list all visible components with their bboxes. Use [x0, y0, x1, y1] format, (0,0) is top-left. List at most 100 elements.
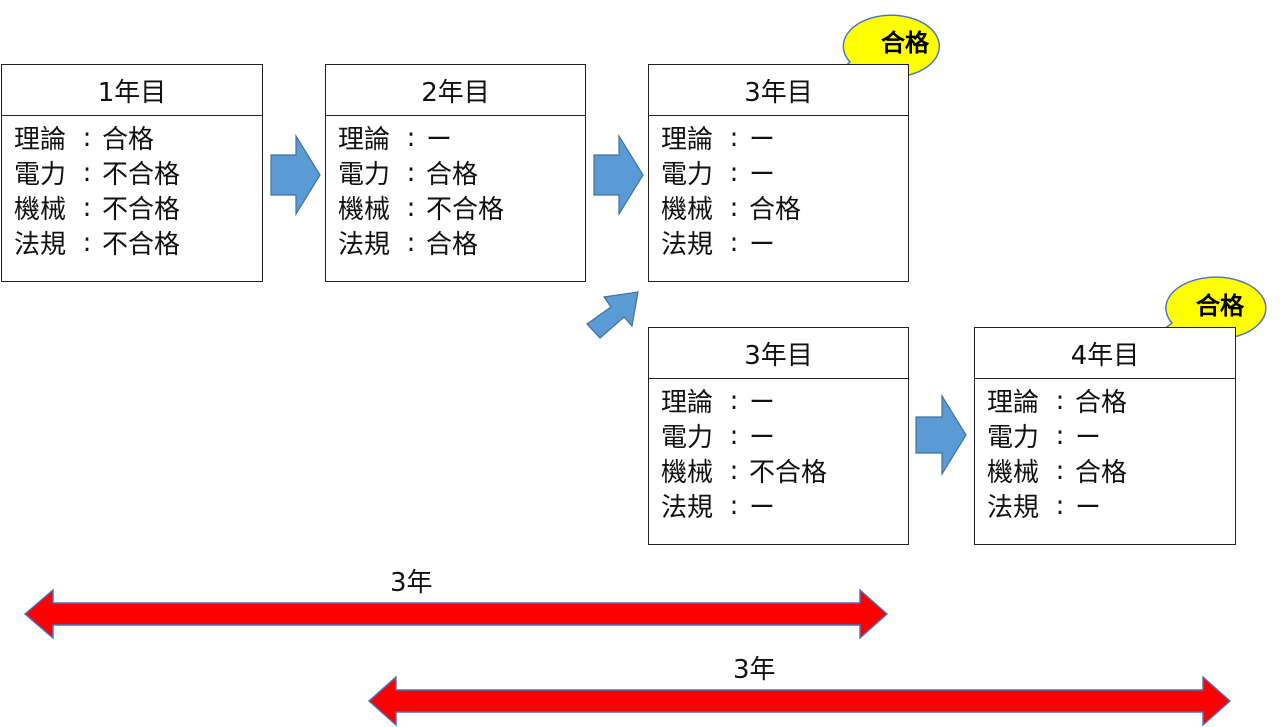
- colon: :: [729, 420, 739, 451]
- span-arrow-2: [367, 675, 1232, 727]
- colon: :: [82, 227, 92, 258]
- subject-label: 機械: [14, 195, 67, 225]
- colon: :: [729, 490, 739, 521]
- pass-callout-2-text: 合格: [1196, 292, 1245, 320]
- subject-label: 法規: [338, 230, 391, 260]
- subject-label: 機械: [661, 195, 714, 225]
- colon: :: [82, 122, 92, 153]
- year-box-title: 4年目: [975, 328, 1235, 379]
- flow-arrow-2-to-3a: [593, 133, 644, 217]
- subject-label: 機械: [987, 458, 1040, 488]
- colon: :: [729, 227, 739, 258]
- result-row: 電力: 不合格: [14, 155, 262, 191]
- result-row: 電力: ー: [987, 418, 1235, 454]
- pass-callout-1-text: 合格: [881, 29, 930, 57]
- colon: :: [406, 227, 416, 258]
- result-value: 不合格: [749, 458, 828, 488]
- result-value: 合格: [1075, 388, 1128, 418]
- subject-label: 理論: [14, 125, 67, 155]
- colon: :: [406, 192, 416, 223]
- colon: :: [729, 192, 739, 223]
- result-row: 電力: 合格: [338, 155, 585, 191]
- result-value: 不合格: [426, 195, 505, 225]
- result-row: 機械: 不合格: [661, 453, 908, 489]
- result-row: 機械: 不合格: [338, 190, 585, 226]
- subject-label: 法規: [14, 230, 67, 260]
- subject-label: 法規: [661, 230, 714, 260]
- subject-label: 電力: [661, 160, 714, 190]
- subject-label: 理論: [987, 388, 1040, 418]
- subject-label: 電力: [14, 160, 67, 190]
- colon: :: [1055, 420, 1065, 451]
- result-row: 理論: 合格: [987, 383, 1235, 419]
- flow-arrow-3b-to-4: [915, 393, 967, 477]
- subject-label: 法規: [661, 493, 714, 523]
- colon: :: [729, 385, 739, 416]
- result-row: 理論: ー: [338, 120, 585, 156]
- result-row: 法規: ー: [987, 488, 1235, 524]
- result-row: 電力: ー: [661, 155, 908, 191]
- result-value: 不合格: [102, 230, 181, 260]
- result-value: 合格: [426, 160, 479, 190]
- result-row: 機械: 合格: [987, 453, 1235, 489]
- colon: :: [82, 192, 92, 223]
- result-value: ー: [749, 160, 776, 190]
- colon: :: [406, 122, 416, 153]
- colon: :: [729, 455, 739, 486]
- result-row: 法規: 不合格: [14, 225, 262, 261]
- result-value: ー: [749, 423, 776, 453]
- subject-label: 理論: [661, 125, 714, 155]
- result-row: 理論: ー: [661, 120, 908, 156]
- result-value: 合格: [426, 230, 479, 260]
- colon: :: [729, 157, 739, 188]
- subject-label: 理論: [661, 388, 714, 418]
- subject-label: 電力: [987, 423, 1040, 453]
- result-value: 合格: [1075, 458, 1128, 488]
- flow-arrow-1-to-2: [270, 133, 321, 217]
- subject-label: 電力: [661, 423, 714, 453]
- span-label-1: 3年: [390, 568, 433, 598]
- subject-label: 機械: [661, 458, 714, 488]
- subject-label: 法規: [987, 493, 1040, 523]
- colon: :: [1055, 490, 1065, 521]
- colon: :: [729, 122, 739, 153]
- result-value: ー: [1075, 493, 1102, 523]
- result-row: 法規: 合格: [338, 225, 585, 261]
- result-value: ー: [749, 493, 776, 523]
- year-box-3b: 3年目 理論: ー 電力: ー 機械: 不合格 法規: ー: [648, 327, 909, 545]
- year-box-title: 2年目: [326, 65, 585, 116]
- result-row: 理論: ー: [661, 383, 908, 419]
- year-box-title: 3年目: [649, 65, 908, 116]
- result-value: 不合格: [102, 195, 181, 225]
- result-row: 電力: ー: [661, 418, 908, 454]
- result-row: 理論: 合格: [14, 120, 262, 156]
- result-row: 機械: 合格: [661, 190, 908, 226]
- year-box-4: 4年目 理論: 合格 電力: ー 機械: 合格 法規: ー: [974, 327, 1236, 545]
- year-box-1: 1年目 理論: 合格 電力: 不合格 機械: 不合格 法規: 不合格: [1, 64, 263, 282]
- result-value: ー: [749, 125, 776, 155]
- result-row: 法規: ー: [661, 225, 908, 261]
- colon: :: [1055, 455, 1065, 486]
- result-row: 法規: ー: [661, 488, 908, 524]
- span-label-2: 3年: [733, 655, 776, 685]
- subject-label: 理論: [338, 125, 391, 155]
- year-box-2: 2年目 理論: ー 電力: 合格 機械: 不合格 法規: 合格: [325, 64, 586, 282]
- flow-arrow-2-to-3b: [586, 291, 639, 339]
- colon: :: [1055, 385, 1065, 416]
- result-value: 合格: [102, 125, 155, 155]
- result-row: 機械: 不合格: [14, 190, 262, 226]
- year-box-title: 1年目: [2, 65, 262, 116]
- span-arrow-1: [23, 588, 889, 640]
- result-value: ー: [1075, 423, 1102, 453]
- result-value: ー: [749, 388, 776, 418]
- result-value: 合格: [749, 195, 802, 225]
- year-box-3a: 3年目 理論: ー 電力: ー 機械: 合格 法規: ー: [648, 64, 909, 282]
- subject-label: 電力: [338, 160, 391, 190]
- result-value: ー: [749, 230, 776, 260]
- colon: :: [82, 157, 92, 188]
- colon: :: [406, 157, 416, 188]
- result-value: ー: [426, 125, 453, 155]
- year-box-title: 3年目: [649, 328, 908, 379]
- subject-label: 機械: [338, 195, 391, 225]
- result-value: 不合格: [102, 160, 181, 190]
